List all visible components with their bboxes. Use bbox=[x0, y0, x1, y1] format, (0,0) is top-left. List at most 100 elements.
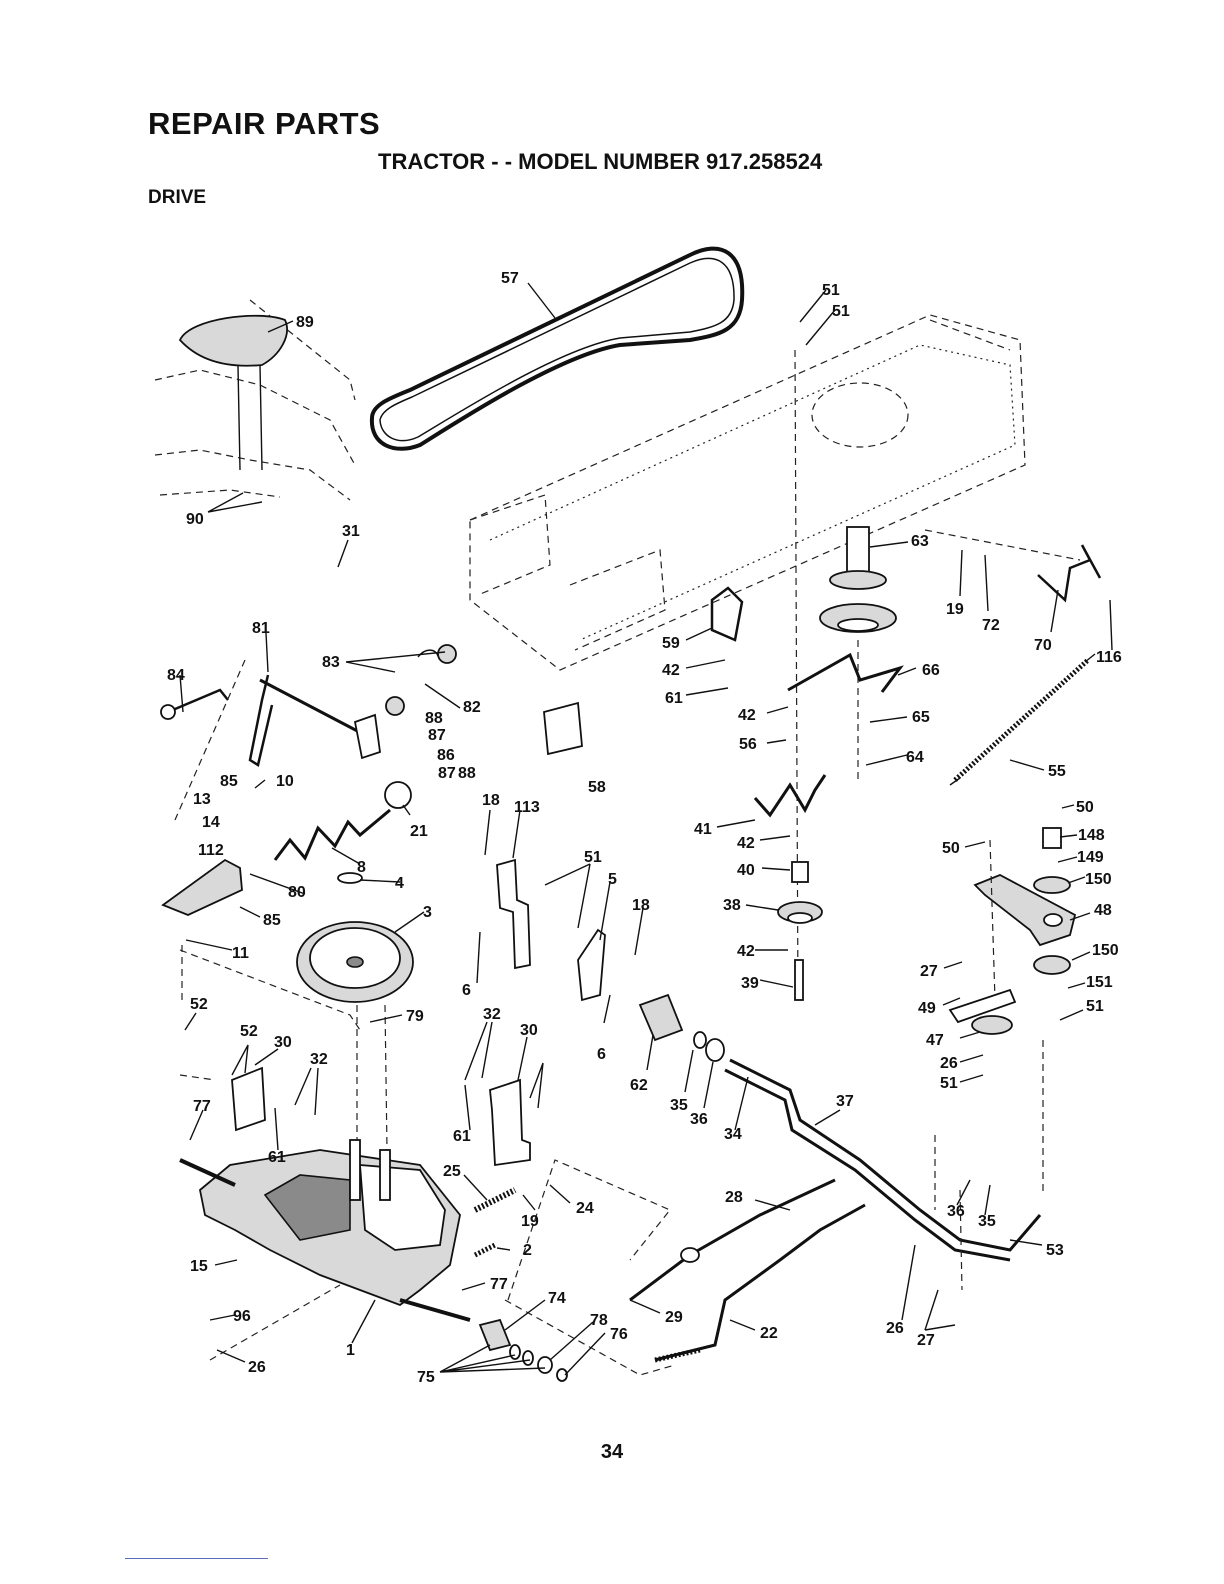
callout-55: 55 bbox=[1048, 763, 1066, 780]
callout-89: 89 bbox=[296, 314, 314, 331]
callout-35: 35 bbox=[978, 1213, 996, 1230]
callout-82: 82 bbox=[463, 699, 481, 716]
callout-32: 32 bbox=[310, 1051, 328, 1068]
callout-88: 88 bbox=[425, 710, 443, 727]
callout-112: 112 bbox=[198, 842, 224, 859]
callout-52: 52 bbox=[190, 996, 208, 1013]
callout-36: 36 bbox=[947, 1203, 965, 1220]
footer-rule bbox=[125, 1558, 268, 1559]
callout-52: 52 bbox=[240, 1023, 258, 1040]
shift-lever-assembly bbox=[160, 644, 457, 767]
callout-40: 40 bbox=[737, 862, 755, 879]
callout-25: 25 bbox=[443, 1163, 461, 1180]
callout-49: 49 bbox=[918, 1000, 936, 1017]
callout-86: 86 bbox=[437, 747, 455, 764]
callout-83: 83 bbox=[322, 654, 340, 671]
section-heading: DRIVE bbox=[148, 187, 207, 208]
wire-guide-41 bbox=[753, 774, 827, 818]
callout-18: 18 bbox=[482, 792, 500, 809]
callout-6: 6 bbox=[597, 1046, 606, 1063]
callout-74: 74 bbox=[548, 1290, 566, 1307]
callout-87: 87 bbox=[438, 765, 456, 782]
brackets-113-5 bbox=[496, 858, 606, 1002]
callout-78: 78 bbox=[590, 1312, 608, 1329]
callout-77: 77 bbox=[490, 1276, 508, 1293]
callout-88: 88 bbox=[458, 765, 476, 782]
callout-13: 13 bbox=[193, 791, 211, 808]
callout-30: 30 bbox=[274, 1034, 292, 1051]
callout-85: 85 bbox=[220, 773, 238, 790]
drive-belt bbox=[369, 246, 745, 451]
callout-61: 61 bbox=[665, 690, 683, 707]
idler-bracket-48 bbox=[973, 839, 1077, 1195]
callout-29: 29 bbox=[665, 1309, 683, 1326]
brace-58 bbox=[543, 701, 583, 756]
callout-27: 27 bbox=[920, 963, 938, 980]
callout-41: 41 bbox=[694, 821, 712, 838]
callout-5: 5 bbox=[608, 871, 617, 888]
page-title: REPAIR PARTS bbox=[148, 106, 381, 141]
callout-4: 4 bbox=[395, 875, 404, 892]
callout-51: 51 bbox=[940, 1075, 958, 1092]
callout-76: 76 bbox=[610, 1326, 628, 1343]
callout-38: 38 bbox=[723, 897, 741, 914]
callout-26: 26 bbox=[940, 1055, 958, 1072]
callout-28: 28 bbox=[725, 1189, 743, 1206]
callout-75: 75 bbox=[417, 1369, 435, 1386]
callout-80: 80 bbox=[288, 884, 306, 901]
callout-6: 6 bbox=[462, 982, 471, 999]
callout-18: 18 bbox=[632, 897, 650, 914]
callout-3: 3 bbox=[423, 904, 432, 921]
belt-guide-66 bbox=[787, 652, 904, 693]
callout-24: 24 bbox=[576, 1200, 594, 1217]
brackets-30 bbox=[231, 1066, 531, 1167]
callout-51: 51 bbox=[1086, 998, 1104, 1015]
callout-32: 32 bbox=[483, 1006, 501, 1023]
callout-116: 116 bbox=[1096, 649, 1122, 666]
callout-50: 50 bbox=[942, 840, 960, 857]
washers-75 bbox=[478, 1318, 568, 1382]
callout-30: 30 bbox=[520, 1022, 538, 1039]
shift-plate bbox=[178, 314, 288, 471]
callout-72: 72 bbox=[982, 617, 1000, 634]
callout-64: 64 bbox=[906, 749, 924, 766]
callout-59: 59 bbox=[662, 635, 680, 652]
callout-42: 42 bbox=[662, 662, 680, 679]
callout-15: 15 bbox=[190, 1258, 208, 1275]
control-rods-28-22 bbox=[629, 1178, 866, 1363]
callout-57: 57 bbox=[501, 270, 519, 287]
callout-47: 47 bbox=[926, 1032, 944, 1049]
callout-150: 150 bbox=[1085, 871, 1112, 888]
callout-39: 39 bbox=[741, 975, 759, 992]
transaxle-pulley bbox=[296, 872, 414, 1151]
callout-50: 50 bbox=[1076, 799, 1094, 816]
callout-87: 87 bbox=[428, 727, 446, 744]
callout-26: 26 bbox=[886, 1320, 904, 1337]
callout-70: 70 bbox=[1034, 637, 1052, 654]
callout-65: 65 bbox=[912, 709, 930, 726]
leader-lines bbox=[179, 282, 1113, 1376]
callout-58: 58 bbox=[588, 779, 606, 796]
callout-19: 19 bbox=[946, 601, 964, 618]
callout-85: 85 bbox=[263, 912, 281, 929]
callout-42: 42 bbox=[738, 707, 756, 724]
callout-14: 14 bbox=[202, 814, 220, 831]
callout-31: 31 bbox=[342, 523, 360, 540]
callout-22: 22 bbox=[760, 1325, 778, 1342]
callout-42: 42 bbox=[737, 835, 755, 852]
callout-11: 11 bbox=[232, 945, 249, 962]
callout-27: 27 bbox=[917, 1332, 935, 1349]
idler-pulleys-right bbox=[948, 827, 1071, 1035]
callout-2: 2 bbox=[523, 1242, 532, 1259]
callout-53: 53 bbox=[1046, 1242, 1064, 1259]
callout-62: 62 bbox=[630, 1077, 648, 1094]
shift-rod-8 bbox=[273, 781, 412, 861]
callout-51: 51 bbox=[584, 849, 602, 866]
callout-36: 36 bbox=[690, 1111, 708, 1128]
callout-35: 35 bbox=[670, 1097, 688, 1114]
callout-1: 1 bbox=[346, 1342, 355, 1359]
rod-70 bbox=[1037, 544, 1102, 603]
callout-63: 63 bbox=[911, 533, 929, 550]
callout-10: 10 bbox=[276, 773, 294, 790]
